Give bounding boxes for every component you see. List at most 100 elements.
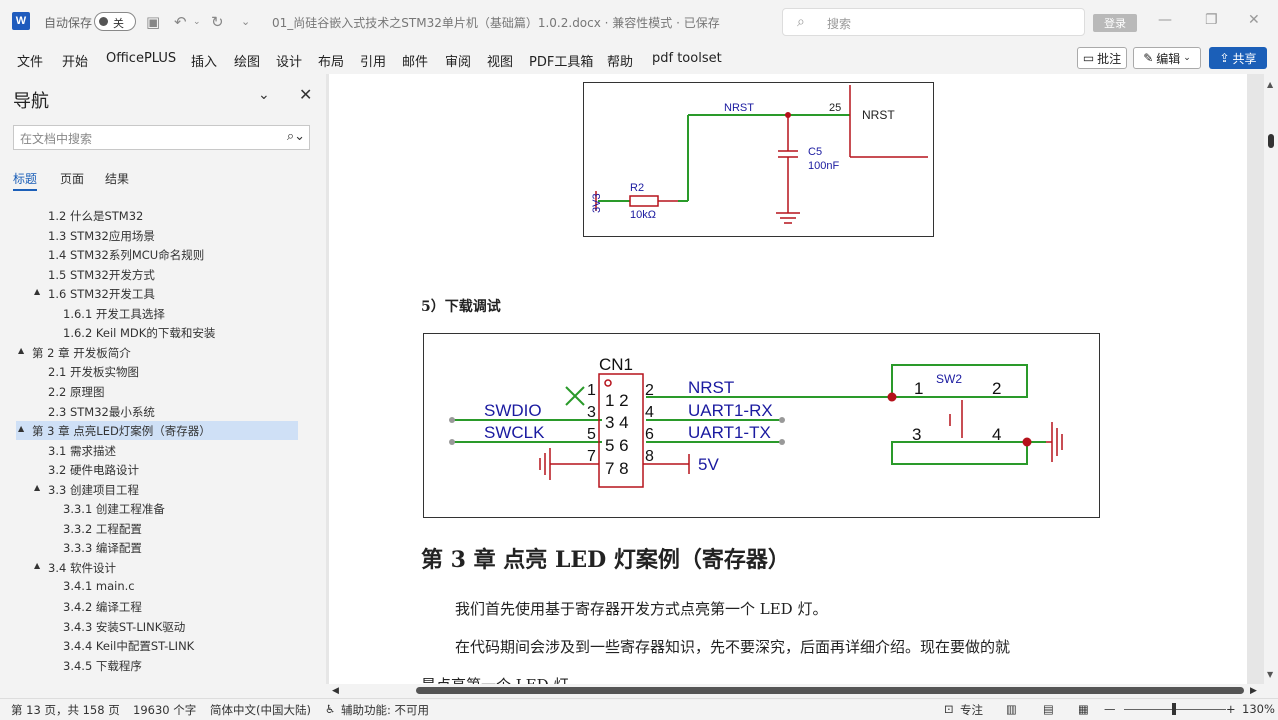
undo-icon[interactable]: ↶ [174,13,187,31]
tab-design[interactable]: 设计 [276,55,303,70]
nav-heading-item[interactable]: 1.6.2 Keil MDK的下载和安装 [0,323,310,342]
accessibility-status[interactable]: 辅助功能: 不可用 [341,703,430,717]
tab-references[interactable]: 引用 [360,55,387,70]
print-layout-icon[interactable]: ▤ [1043,702,1054,716]
minimize-icon[interactable]: — [1158,12,1172,28]
pin-5: 5 [587,426,596,443]
nav-heading-item[interactable]: ▲第 2 章 开发板简介 [0,343,310,362]
tab-insert[interactable]: 插入 [191,55,218,70]
zoom-in-icon[interactable]: + [1226,702,1236,716]
scroll-down-icon[interactable]: ▼ [1267,670,1274,679]
nav-heading-item[interactable]: 3.1 需求描述 [0,441,310,460]
comments-label: 批注 [1097,51,1122,66]
word-count[interactable]: 19630 个字 [133,703,197,717]
nav-heading-item[interactable]: 3.3.2 工程配置 [0,519,310,538]
nav-heading-item[interactable]: 1.6.1 开发工具选择 [0,304,310,323]
login-button[interactable]: 登录 [1093,14,1137,32]
switch-pin-3: 3 [912,425,921,444]
web-layout-icon[interactable]: ▦ [1078,702,1089,716]
nav-heading-item[interactable]: 3.4.4 Keil中配置ST-LINK [0,636,310,655]
scroll-right-icon[interactable]: ▶ [1250,686,1257,696]
autosave-state: 关 [113,17,124,30]
nav-heading-item[interactable]: 1.4 STM32系列MCU命名规则 [0,245,310,264]
editing-button[interactable]: ✎ 编辑 ⌄ [1133,47,1201,69]
zoom-out-icon[interactable]: — [1104,702,1116,716]
search-box[interactable]: ⌕ 搜索 [782,8,1085,36]
tab-file[interactable]: 文件 [17,55,44,70]
chevron-down-icon: ⌄ [1183,53,1191,63]
tab-help[interactable]: 帮助 [607,55,634,70]
tab-pdf-toolbox[interactable]: PDF工具箱 [529,55,594,70]
tab-officeplus[interactable]: OfficePLUS [106,51,177,66]
nav-heading-item[interactable]: 3.3.3 编译配置 [0,538,310,557]
customize-qat-icon[interactable]: ⌄ [241,15,251,28]
wire-end-dot [449,417,455,423]
tab-pdf-toolset[interactable]: pdf toolset [652,51,722,66]
tab-review[interactable]: 审阅 [445,55,472,70]
nav-heading-label: 3.2 硬件电路设计 [48,463,139,478]
nav-heading-item[interactable]: ▲1.6 STM32开发工具 [0,284,310,303]
nav-heading-item[interactable]: ▲3.3 创建项目工程 [0,480,310,499]
nav-heading-item[interactable]: 1.3 STM32应用场景 [0,226,310,245]
search-icon[interactable]: ⌕⌄ [286,129,305,144]
nav-heading-label: 3.4.4 Keil中配置ST-LINK [63,639,195,654]
horizontal-scrollbar[interactable]: ◀ ▶ [326,684,1264,698]
document-title[interactable]: 01_尚硅谷嵌入式技术之STM32单片机（基础篇）1.0.2.docx · 兼容… [272,16,720,30]
document-area[interactable]: NRST 25 NRST C5 100nF R2 10kΩ 3V3 5）下载调试 [326,74,1264,684]
close-window-icon[interactable]: ✕ [1248,12,1260,28]
nav-tab-results[interactable]: 结果 [105,172,130,186]
expand-collapse-icon[interactable]: ▲ [34,287,41,297]
nav-heading-item[interactable]: 3.3.1 创建工程准备 [0,499,310,518]
toggle-knob [99,17,108,26]
tab-mailings[interactable]: 邮件 [402,55,429,70]
tab-draw[interactable]: 绘图 [234,55,261,70]
redo-icon[interactable]: ↻ [211,13,224,31]
nav-heading-item[interactable]: 3.4.3 安装ST-LINK驱动 [0,617,310,636]
nav-heading-item[interactable]: 3.4.1 main.c [0,577,310,596]
expand-collapse-icon[interactable]: ▲ [18,345,25,355]
vertical-scroll-thumb[interactable] [1268,134,1274,148]
nav-close-icon[interactable]: ✕ [299,85,313,104]
page-count[interactable]: 第 13 页，共 158 页 [11,703,120,717]
resistor-ref: R2 [630,182,644,194]
expand-collapse-icon[interactable]: ▲ [34,482,41,492]
tab-home[interactable]: 开始 [62,55,89,70]
nav-heading-item[interactable]: 2.3 STM32最小系统 [0,402,310,421]
nav-heading-item[interactable]: 1.2 什么是STM32 [0,206,310,225]
nav-tab-headings[interactable]: 标题 [13,172,38,186]
zoom-level[interactable]: 130% [1242,702,1275,716]
nav-heading-item[interactable]: 2.2 原理图 [0,382,310,401]
undo-dropdown-icon[interactable]: ⌄ [193,17,201,27]
tab-layout[interactable]: 布局 [318,55,345,70]
expand-collapse-icon[interactable]: ▲ [34,560,41,570]
read-mode-icon[interactable]: ▥ [1006,702,1017,716]
scroll-left-icon[interactable]: ◀ [332,686,339,696]
tab-view[interactable]: 视图 [487,55,514,70]
nav-options-chevron-icon[interactable]: ⌄ [258,87,270,103]
nav-heading-item[interactable]: 3.2 硬件电路设计 [0,460,310,479]
focus-button[interactable]: 专注 [960,703,983,717]
active-tab-indicator [13,189,37,191]
nav-heading-item[interactable]: 3.4.5 下载程序 [0,656,310,675]
scroll-up-icon[interactable]: ▲ [1267,80,1274,89]
vertical-scrollbar[interactable]: ▲ ▼ [1264,74,1278,684]
expand-collapse-icon[interactable]: ▲ [18,424,25,434]
nav-heading-item[interactable]: 3.4.2 编译工程 [0,597,310,616]
reset-circuit-drawing: NRST 25 NRST C5 100nF R2 10kΩ 3V3 [591,85,928,224]
autosave-toggle[interactable]: 关 [94,12,136,31]
language[interactable]: 简体中文(中国大陆) [210,703,311,717]
zoom-slider-thumb[interactable] [1172,703,1176,715]
nav-tab-pages[interactable]: 页面 [60,172,85,186]
nav-heading-label: 2.1 开发板实物图 [48,365,139,380]
share-button[interactable]: ⇪ 共享 [1209,47,1267,69]
save-icon[interactable]: ▣ [146,13,161,31]
document-page[interactable]: NRST 25 NRST C5 100nF R2 10kΩ 3V3 5）下载调试 [329,74,1247,684]
comments-button[interactable]: ▭ 批注 [1077,47,1127,69]
nav-heading-item[interactable]: ▲第 3 章 点亮LED灯案例（寄存器） [0,421,310,441]
restore-icon[interactable]: ❐ [1205,12,1218,28]
horizontal-scroll-thumb[interactable] [416,687,1244,694]
nav-search-input[interactable]: 在文档中搜索 ⌕⌄ [13,125,310,150]
nav-heading-item[interactable]: 2.1 开发板实物图 [0,362,310,381]
nav-heading-item[interactable]: 1.5 STM32开发方式 [0,265,310,284]
nav-heading-item[interactable]: ▲3.4 软件设计 [0,558,310,577]
